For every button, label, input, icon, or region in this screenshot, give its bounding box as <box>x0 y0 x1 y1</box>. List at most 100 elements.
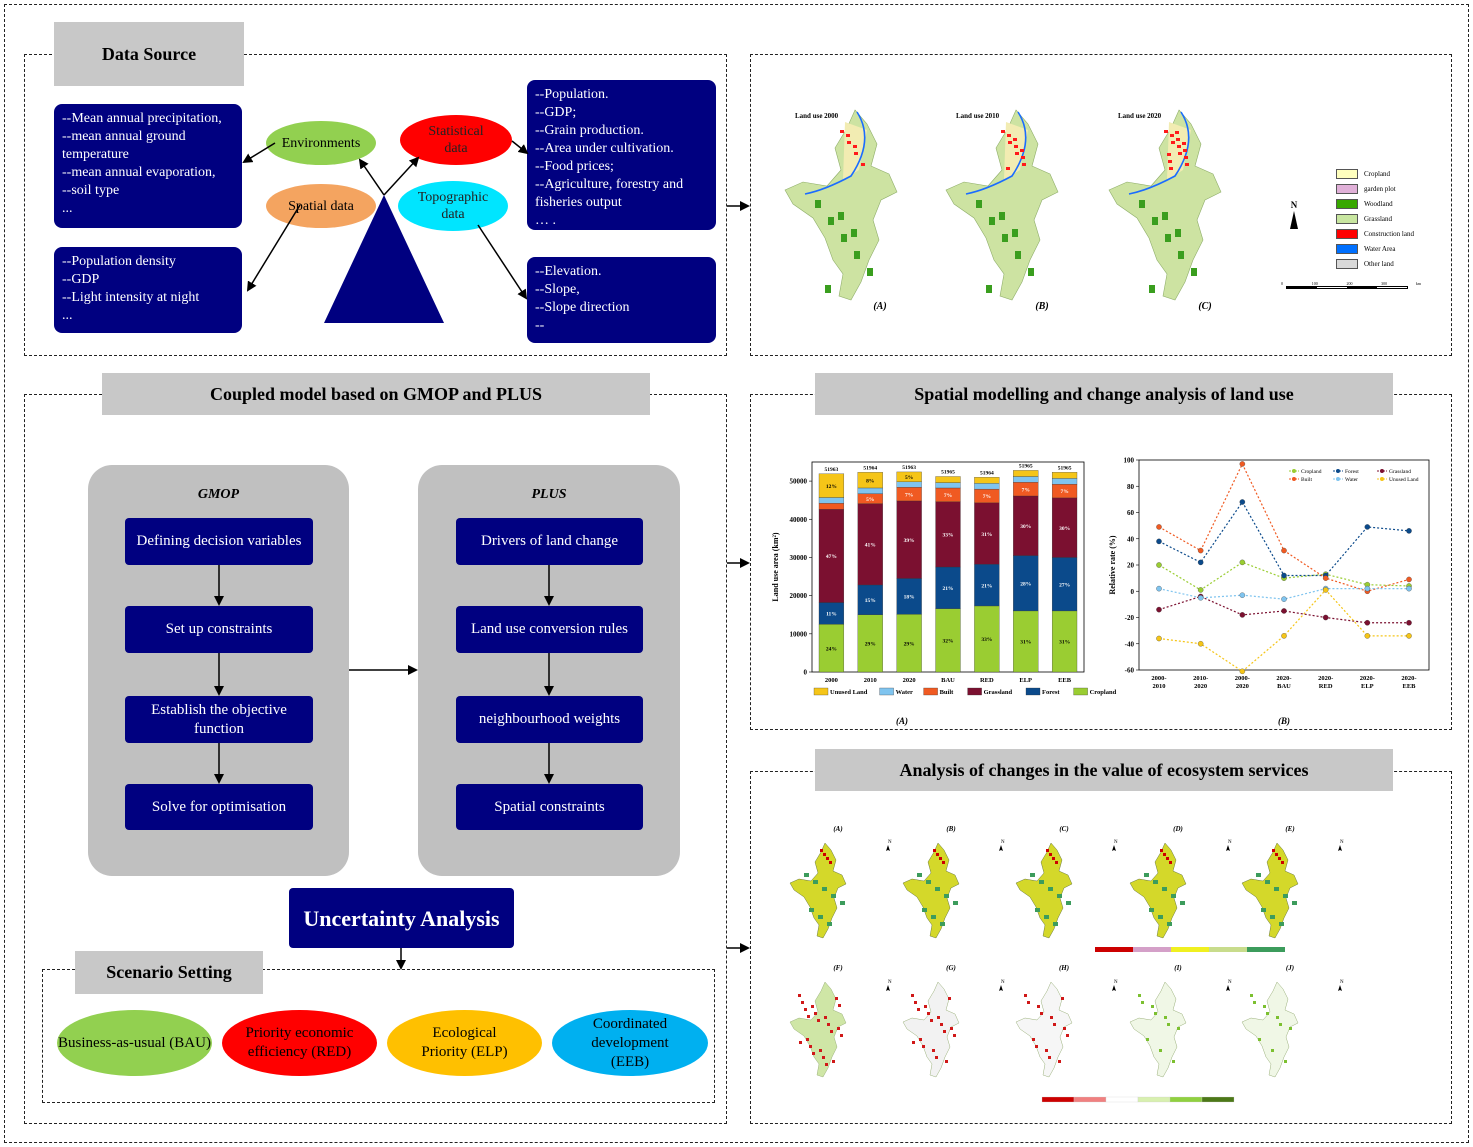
woodland-patch <box>1028 268 1034 276</box>
plus-step-1: Drivers of land change <box>456 518 643 565</box>
x-tick-label: 2000 <box>825 677 838 684</box>
service-patch <box>1153 880 1158 884</box>
bar-total-label: 51965 <box>1058 465 1072 471</box>
woodland-patch <box>851 229 857 237</box>
construction-patch <box>847 141 851 144</box>
change-patch <box>812 1052 815 1055</box>
list-item: --Mean annual precipitation, <box>62 111 222 126</box>
north-arrow-icon <box>999 845 1003 851</box>
legend-label: Water <box>1345 477 1358 483</box>
legend-label: Water <box>896 689 913 696</box>
gmop-step-3: Establish the objective function <box>125 696 313 743</box>
legend-label: Cropland <box>1301 469 1322 475</box>
change-patch <box>1172 1060 1175 1063</box>
service-patch <box>940 922 945 926</box>
series-point <box>1239 612 1246 618</box>
change-patch <box>1138 994 1141 997</box>
change-patch <box>953 1034 956 1037</box>
series-point <box>1239 592 1246 598</box>
change-patch <box>1035 1045 1038 1048</box>
legend-label: Cropland <box>1364 169 1391 178</box>
x-tick-label: 2020- <box>1276 675 1291 682</box>
topographic-data-list: --Elevation.--Slope,--Slope direction-- <box>535 263 708 335</box>
service-patch <box>809 908 814 912</box>
change-patch <box>1061 997 1064 1000</box>
change-patch <box>1284 1060 1287 1063</box>
north-arrow-icon: N <box>1288 200 1300 229</box>
construction-patch <box>840 130 844 133</box>
change-patch <box>1177 1027 1180 1030</box>
list-item: --GDP; <box>535 105 577 120</box>
x-tick-label: ELP <box>1019 677 1032 684</box>
legend-swatch <box>923 687 938 696</box>
legend-label: Other land <box>1364 259 1394 268</box>
spatial-data-box: --Population density--GDP--Light intensi… <box>54 247 242 333</box>
woodland-patch <box>986 285 992 293</box>
legend-swatch <box>1336 213 1358 224</box>
service-patch <box>1292 901 1297 905</box>
change-patch <box>1154 1012 1157 1015</box>
series-point <box>1406 528 1412 534</box>
woodland-patch <box>1015 251 1021 259</box>
scale-swatch <box>1171 947 1209 952</box>
service-patch <box>1163 853 1166 856</box>
service-patch <box>829 861 832 864</box>
statistical-data-ellipse: Statistical data <box>400 115 512 165</box>
legend-swatch <box>967 687 982 696</box>
list-item: --Slope direction <box>535 300 630 315</box>
service-patch <box>1039 880 1044 884</box>
series-point <box>1406 576 1412 583</box>
service-patch <box>1169 861 1172 864</box>
change-patch <box>1063 1027 1066 1030</box>
series-point <box>1364 619 1371 626</box>
construction-patch <box>1167 153 1171 156</box>
series-point <box>1281 547 1287 554</box>
change-patch <box>1279 1023 1282 1026</box>
series-point <box>1239 461 1246 467</box>
legend-item: garden plot <box>1336 181 1414 196</box>
construction-patch <box>1164 130 1168 133</box>
coupled-model-title: Coupled model based on GMOP and PLUS <box>102 373 650 415</box>
legend-swatch <box>1336 228 1358 239</box>
series-point <box>1406 633 1412 639</box>
woodland-patch <box>841 234 847 242</box>
scale-swatch <box>1247 947 1285 952</box>
legend-swatch <box>813 687 829 696</box>
ecosystem-map-shape <box>1241 981 1299 1078</box>
service-patch <box>827 922 832 926</box>
bar-segment <box>974 483 1000 490</box>
service-patch <box>1052 857 1055 860</box>
ecosystem-map-shape <box>789 842 847 939</box>
scale-bar <box>1286 286 1408 289</box>
north-arrow-icon <box>1112 985 1116 991</box>
bar-segment <box>896 614 922 673</box>
change-patch <box>927 1012 930 1015</box>
legend-marker <box>1336 469 1340 473</box>
bar-total-label: 51964 <box>980 470 994 476</box>
change-patch <box>922 1045 925 1048</box>
x-tick-label: BAU <box>1277 683 1291 690</box>
spatial-data-list: --Population density--GDP--Light intensi… <box>62 253 234 325</box>
service-patch <box>1053 922 1058 926</box>
bar-segment <box>1013 610 1039 673</box>
spatial-modelling-title: Spatial modelling and change analysis of… <box>815 373 1393 415</box>
legend-label: Unused Land <box>1389 477 1419 483</box>
bar-segment <box>857 614 883 673</box>
service-patch <box>1030 873 1035 877</box>
x-tick-label: ELP <box>1361 683 1374 690</box>
legend-swatch <box>1336 198 1358 209</box>
x-tick-label: 2020 <box>1236 683 1249 690</box>
woodland-patch <box>1178 251 1184 259</box>
bar-total-label: 51965 <box>941 470 955 476</box>
x-tick-label: RED <box>1319 683 1333 690</box>
series-point <box>1197 547 1204 554</box>
uncertainty-analysis-box: Uncertainty Analysis <box>289 888 514 948</box>
bar-value-label: 31% <box>1059 640 1070 646</box>
bar-value-label: 29% <box>904 641 915 647</box>
list-item: --Agriculture, forestry and fisheries ou… <box>535 177 684 210</box>
x-tick-label: BAU <box>941 677 955 684</box>
change-patch <box>937 1016 940 1019</box>
bar-segment <box>974 605 1000 673</box>
service-patch <box>1144 873 1149 877</box>
land-use-2000-label: Land use 2000 <box>795 112 839 120</box>
